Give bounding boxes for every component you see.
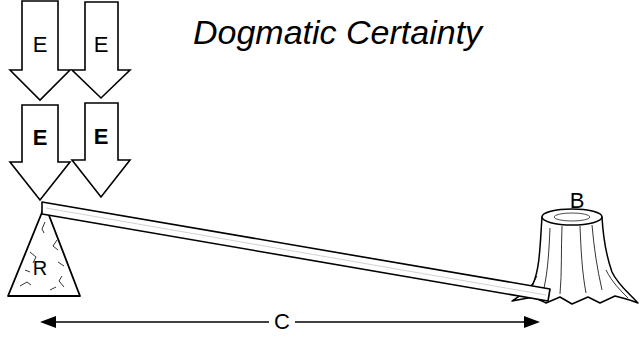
force-arrow: E [70, 0, 132, 100]
arrow-outline [72, 103, 130, 197]
stone-crack [25, 270, 30, 272]
dimension-arrowhead [40, 316, 56, 328]
shape-letter: E [33, 126, 48, 150]
force-arrow: E [8, 0, 72, 102]
shape-letter: E [94, 33, 109, 57]
stone-crack [42, 222, 45, 233]
bark-line [580, 226, 586, 293]
stone-crack [59, 276, 64, 287]
stone-crack [50, 287, 56, 290]
bark-line [592, 225, 602, 290]
stone-crack [20, 282, 31, 286]
plank-board [42, 202, 550, 301]
force-arrow: E [70, 101, 132, 199]
bark-line [544, 228, 550, 288]
shape-outline [8, 103, 72, 202]
shape-letter: E [33, 33, 48, 57]
shape-letter: E [94, 125, 109, 149]
arrow-outline [72, 2, 130, 98]
dimension-label: C [269, 310, 295, 334]
shape-letter: B [570, 189, 585, 213]
arrow-outline [10, 1, 70, 100]
dimension-arrowhead [524, 316, 540, 328]
stone-crack [58, 262, 64, 266]
diagram-title: Dogmatic Certainty [193, 14, 482, 51]
plank-grain [46, 208, 546, 295]
force-arrow: E [8, 103, 72, 202]
bark-line [606, 270, 628, 298]
shape-outline [70, 101, 132, 199]
stone-crack [53, 240, 58, 250]
arrow-outline [10, 105, 70, 200]
stump-ring [554, 213, 590, 221]
shape-letter: R [33, 257, 47, 279]
bark-line [560, 226, 562, 294]
